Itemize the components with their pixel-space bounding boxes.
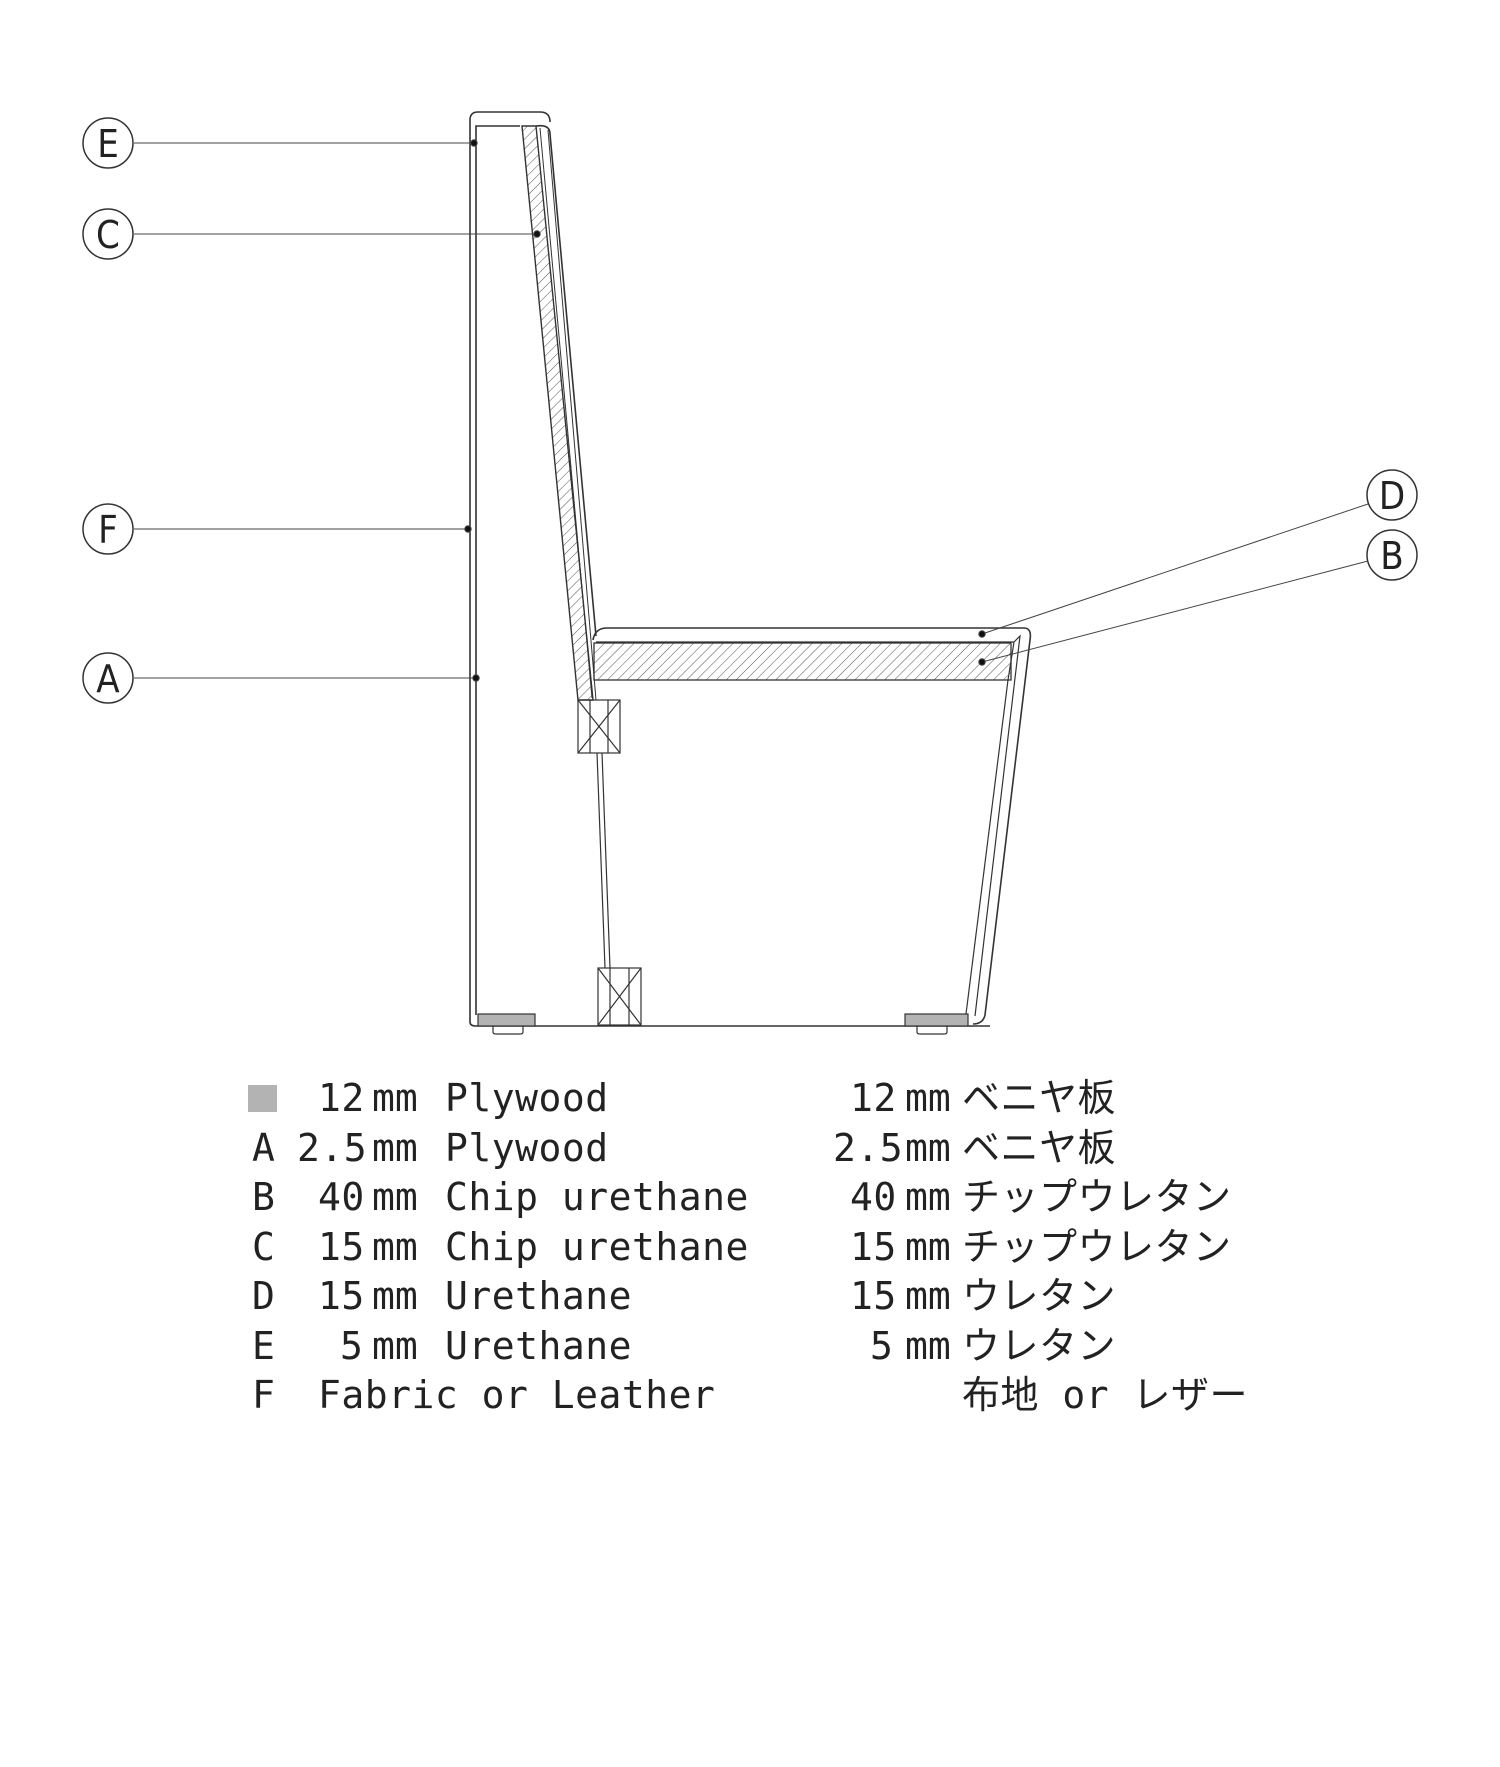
callout-D-label: D xyxy=(1379,474,1405,518)
legend-unit: mm xyxy=(372,1076,418,1120)
materials-legend: 12 mm Plywood 12 mm ベニヤ板 A 2.5 mm Plywoo… xyxy=(0,1074,1500,1421)
back-panel xyxy=(469,111,551,1022)
legend-unit: mm xyxy=(372,1175,418,1219)
legend-key: F xyxy=(252,1373,276,1417)
seat xyxy=(592,627,1032,1025)
callout-E: E xyxy=(82,117,134,169)
legend-unit-jp: mm xyxy=(905,1224,951,1269)
legend-row: B 40 mm Chip urethane 40 mm チップウレタン xyxy=(0,1173,1500,1223)
leader-lines xyxy=(134,139,1369,682)
legend-size-jp: 40 xyxy=(850,1175,897,1219)
callout-C-label: C xyxy=(96,213,120,257)
legend-unit-jp: mm xyxy=(905,1076,951,1120)
callout-F-label: F xyxy=(98,508,118,552)
legend-size: 15 xyxy=(318,1224,365,1269)
legend-name-en: Plywood xyxy=(445,1125,609,1170)
legend-size-jp: 15 xyxy=(850,1224,897,1269)
legend-size: 2.5 xyxy=(297,1125,368,1170)
legend-name-en: Plywood xyxy=(445,1076,609,1120)
callout-A: A xyxy=(82,652,134,704)
legend-unit: mm xyxy=(372,1125,418,1170)
legend-size: 40 xyxy=(318,1175,365,1219)
legend-key: B xyxy=(252,1175,276,1219)
legend-row: D 15 mm Urethane 15 mm ウレタン xyxy=(0,1272,1500,1322)
legend-size-jp: 5 xyxy=(870,1323,894,1368)
legend-name-en: Chip urethane xyxy=(445,1224,749,1269)
callout-B: B xyxy=(1366,529,1418,581)
legend-name-jp: 布地 or レザー xyxy=(962,1373,1249,1417)
legend-row: A 2.5 mm Plywood 2.5 mm ベニヤ板 xyxy=(0,1124,1500,1174)
legend-name-jp: チップウレタン xyxy=(962,1224,1232,1269)
legend-size: 12 xyxy=(318,1076,365,1120)
callout-D: D xyxy=(1366,469,1418,521)
callout-C: C xyxy=(82,208,134,260)
legend-name-en: Urethane xyxy=(445,1323,633,1368)
legend-size-jp: 12 xyxy=(850,1076,897,1120)
base xyxy=(469,1013,990,1035)
legend-unit-jp: mm xyxy=(905,1274,951,1318)
plywood-swatch xyxy=(248,1085,277,1112)
legend-name-en: Chip urethane xyxy=(445,1175,749,1219)
legend-unit: mm xyxy=(372,1274,418,1318)
legend-name-en: Urethane xyxy=(445,1274,633,1318)
legend-name-jp: ベニヤ板 xyxy=(962,1125,1117,1170)
legend-unit-jp: mm xyxy=(905,1125,951,1170)
legend-key: D xyxy=(252,1274,276,1318)
legend-key: E xyxy=(252,1323,276,1368)
legend-unit: mm xyxy=(372,1224,418,1269)
legend-unit: mm xyxy=(372,1323,418,1368)
legend-name-en: Fabric or Leather xyxy=(318,1373,716,1417)
legend-row: C 15 mm Chip urethane 15 mm チップウレタン xyxy=(0,1223,1500,1273)
legend-row: F Fabric or Leather 布地 or レザー xyxy=(0,1371,1500,1421)
legend-name-jp: ウレタン xyxy=(962,1274,1117,1318)
legend-size-jp: 2.5 xyxy=(833,1125,904,1170)
legend-unit-jp: mm xyxy=(905,1323,951,1368)
legend-row: E 5 mm Urethane 5 mm ウレタン xyxy=(0,1322,1500,1372)
legend-name-jp: チップウレタン xyxy=(962,1175,1232,1219)
legend-name-jp: ウレタン xyxy=(962,1323,1117,1368)
support-blocks xyxy=(577,699,642,1026)
callout-E-label: E xyxy=(97,122,119,166)
callout-F: F xyxy=(82,503,134,555)
callout-B-label: B xyxy=(1380,534,1403,578)
legend-size-jp: 15 xyxy=(850,1274,897,1318)
backrest xyxy=(521,124,597,701)
bench-section-drawing: E C F A D B xyxy=(82,111,1418,1035)
callout-A-label: A xyxy=(96,657,120,701)
legend-key: C xyxy=(252,1224,276,1269)
legend-size: 5 xyxy=(340,1323,364,1368)
legend-name-jp: ベニヤ板 xyxy=(962,1076,1117,1120)
legend-unit-jp: mm xyxy=(905,1175,951,1219)
legend-size: 15 xyxy=(318,1274,365,1318)
legend-key: A xyxy=(252,1125,276,1170)
legend-row: 12 mm Plywood 12 mm ベニヤ板 xyxy=(0,1074,1500,1124)
